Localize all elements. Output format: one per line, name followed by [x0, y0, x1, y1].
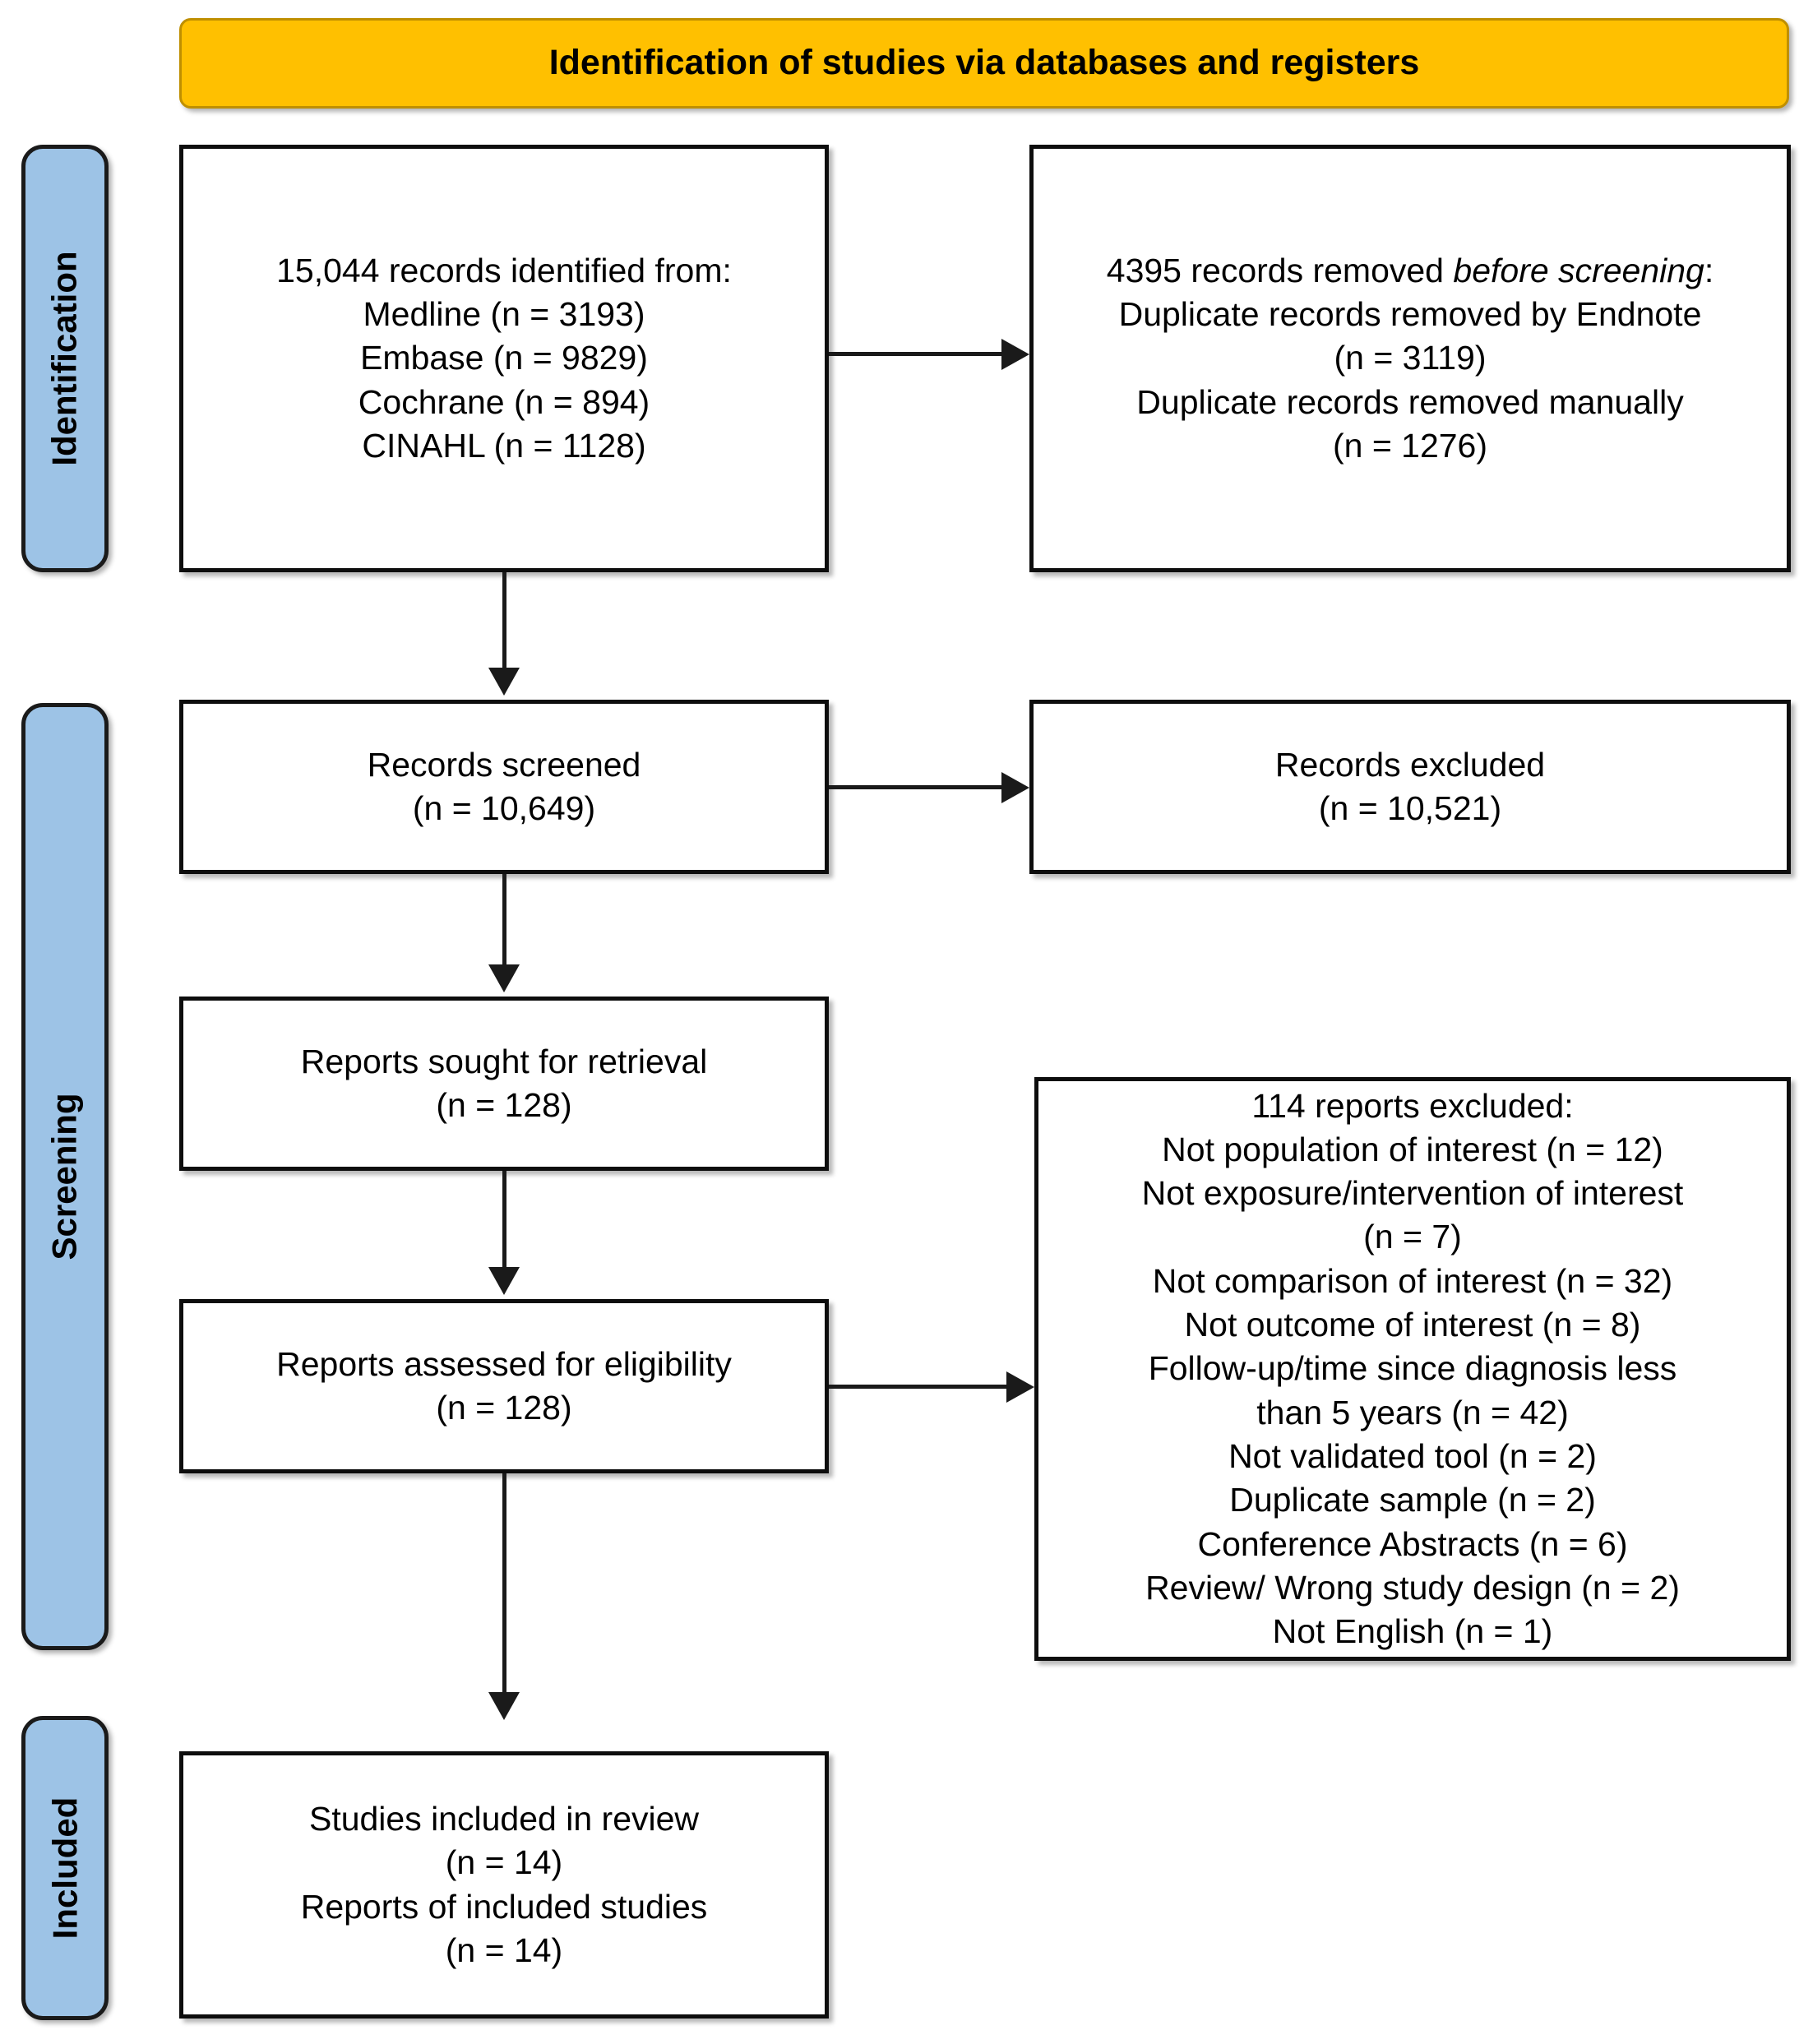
box-studies-included-text: Studies included in review (n = 14) Repo…	[291, 1797, 718, 1972]
records-removed-lead-suffix: :	[1704, 251, 1714, 289]
records-removed-line-1: Duplicate records removed by Endnote	[1118, 295, 1702, 334]
stage-label-identification: Identification	[45, 251, 84, 466]
reports-excluded-line-6: Follow-up/time since diagnosis less	[1148, 1349, 1677, 1388]
reports-assessed-line-1: Reports assessed for eligibility	[276, 1344, 732, 1383]
arrowhead-sought-to-assessed	[488, 1267, 520, 1295]
connector-identified-to-screened	[502, 572, 506, 669]
records-removed-lead-prefix: 4395 records removed	[1106, 251, 1454, 289]
records-identified-line-3: Embase (n = 9829)	[360, 339, 648, 377]
connector-screened-to-excluded	[829, 785, 1003, 789]
stage-band-included: Included	[21, 1716, 109, 2020]
records-screened-line-2: (n = 10,649)	[412, 789, 596, 827]
records-screened-line-1: Records screened	[367, 745, 641, 784]
reports-sought-line-2: (n = 128)	[436, 1086, 572, 1124]
banner-title: Identification of studies via databases …	[548, 43, 1420, 83]
stage-band-screening: Screening	[21, 703, 109, 1650]
box-reports-assessed-for-eligibility: Reports assessed for eligibility (n = 12…	[179, 1299, 829, 1473]
records-removed-line-3: Duplicate records removed manually	[1136, 382, 1684, 421]
studies-included-line-1: Studies included in review	[308, 1799, 700, 1838]
reports-excluded-heading: 114 reports excluded:	[1251, 1086, 1574, 1125]
reports-excluded-line-3: (n = 7)	[1363, 1218, 1462, 1256]
stage-label-screening: Screening	[45, 1093, 85, 1260]
connector-screened-to-sought	[502, 874, 506, 966]
arrowhead-identified-to-removed	[1001, 339, 1029, 370]
arrowhead-identified-to-screened	[488, 668, 520, 696]
records-removed-lead: 4395 records removed before screening:	[1107, 249, 1714, 293]
records-identified-line-5: CINAHL (n = 1128)	[362, 426, 646, 465]
reports-sought-line-1: Reports sought for retrieval	[300, 1042, 708, 1080]
stage-band-identification: Identification	[21, 145, 109, 572]
connector-assessed-to-reports-excluded	[829, 1385, 1008, 1389]
records-removed-lead-italic: before screening	[1453, 251, 1704, 289]
records-removed-line-2: (n = 3119)	[1334, 339, 1487, 377]
box-reports-sought-text: Reports sought for retrieval (n = 128)	[291, 1040, 718, 1128]
arrowhead-screened-to-sought	[488, 964, 520, 992]
records-removed-line-4: (n = 1276)	[1332, 426, 1488, 465]
records-identified-line-1: 15,044 records identified from:	[276, 251, 732, 289]
stage-label-included: Included	[45, 1797, 84, 1940]
box-records-screened-text: Records screened (n = 10,649)	[358, 743, 651, 831]
records-excluded-line-2: (n = 10,521)	[1318, 789, 1502, 827]
box-records-identified-text: 15,044 records identified from: Medline …	[266, 249, 742, 468]
reports-excluded-line-9: Duplicate sample (n = 2)	[1229, 1481, 1596, 1519]
reports-excluded-line-1: Not population of interest (n = 12)	[1162, 1130, 1663, 1168]
box-studies-included: Studies included in review (n = 14) Repo…	[179, 1751, 829, 2019]
box-records-excluded: Records excluded (n = 10,521)	[1029, 700, 1791, 874]
box-reports-assessed-text: Reports assessed for eligibility (n = 12…	[266, 1343, 742, 1431]
reports-excluded-line-2: Not exposure/intervention of interest	[1141, 1174, 1684, 1213]
box-records-excluded-text: Records excluded (n = 10,521)	[1265, 743, 1555, 831]
arrowhead-screened-to-excluded	[1001, 772, 1029, 803]
box-reports-excluded-text: 114 reports excluded: Not population of …	[1132, 1084, 1694, 1654]
reports-excluded-line-4: Not comparison of interest (n = 32)	[1152, 1261, 1673, 1300]
studies-included-line-2: (n = 14)	[445, 1843, 563, 1882]
studies-included-line-4: (n = 14)	[445, 1931, 563, 1969]
connector-identified-to-removed	[829, 352, 1003, 356]
studies-included-line-3: Reports of included studies	[300, 1887, 708, 1926]
records-identified-line-4: Cochrane (n = 894)	[358, 382, 650, 421]
reports-excluded-line-11: Review/ Wrong study design (n = 2)	[1145, 1568, 1680, 1607]
reports-excluded-line-7: than 5 years (n = 42)	[1256, 1393, 1569, 1431]
box-records-removed-before-screening: 4395 records removed before screening: D…	[1029, 145, 1791, 572]
box-records-identified: 15,044 records identified from: Medline …	[179, 145, 829, 572]
arrowhead-assessed-to-reports-excluded	[1006, 1371, 1034, 1403]
arrowhead-assessed-to-included	[488, 1692, 520, 1720]
reports-excluded-line-12: Not English (n = 1)	[1272, 1612, 1553, 1651]
diagram-header-banner: Identification of studies via databases …	[179, 18, 1789, 109]
box-reports-sought-for-retrieval: Reports sought for retrieval (n = 128)	[179, 997, 829, 1171]
reports-excluded-line-5: Not outcome of interest (n = 8)	[1184, 1306, 1641, 1344]
box-records-removed-text: 4395 records removed before screening: D…	[1097, 249, 1723, 468]
connector-sought-to-assessed	[502, 1171, 506, 1268]
records-excluded-line-1: Records excluded	[1274, 745, 1546, 784]
box-reports-excluded-reasons: 114 reports excluded: Not population of …	[1034, 1077, 1791, 1661]
reports-excluded-line-8: Not validated tool (n = 2)	[1228, 1436, 1597, 1475]
reports-assessed-line-2: (n = 128)	[436, 1389, 572, 1427]
box-records-screened: Records screened (n = 10,649)	[179, 700, 829, 874]
connector-assessed-to-included	[502, 1473, 506, 1694]
reports-excluded-line-10: Conference Abstracts (n = 6)	[1197, 1524, 1628, 1563]
records-identified-line-2: Medline (n = 3193)	[363, 295, 645, 334]
